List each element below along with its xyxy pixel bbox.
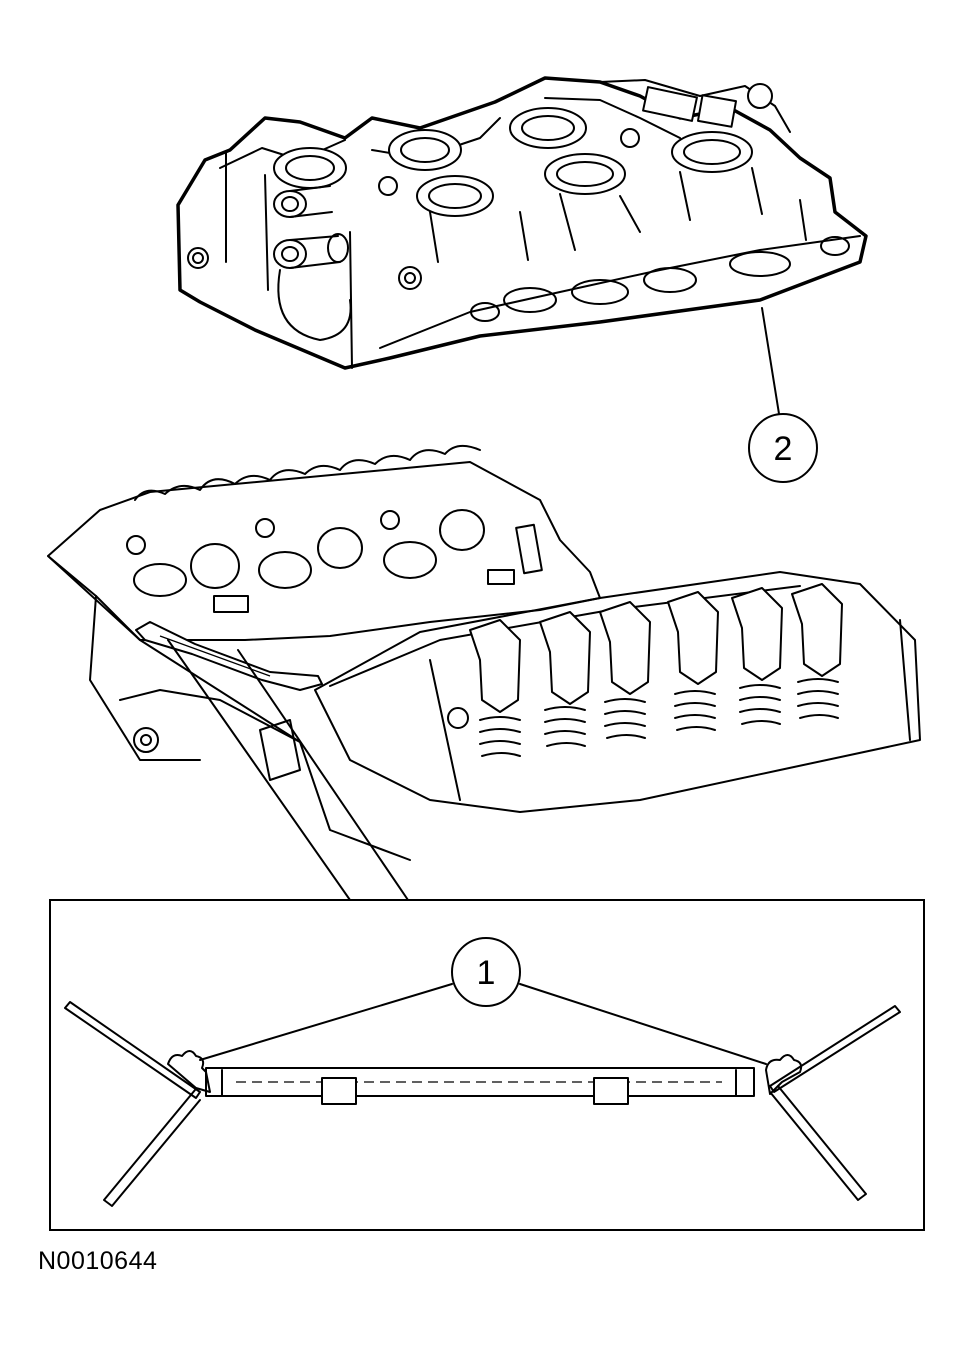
callout-1: 1 bbox=[451, 937, 521, 1007]
detail-leader-lines bbox=[167, 639, 409, 901]
figure-id: N0010644 bbox=[38, 1247, 158, 1275]
engine-block bbox=[47, 444, 921, 861]
gasket-cross-section bbox=[64, 1001, 901, 1207]
callout-2: 2 bbox=[748, 413, 818, 483]
valve-springs bbox=[479, 678, 839, 757]
intake-manifold bbox=[176, 76, 868, 370]
sealant-bead-right bbox=[765, 1054, 803, 1095]
callout-1-label: 1 bbox=[477, 954, 496, 992]
callout-2-label: 2 bbox=[774, 430, 793, 468]
rocker-arms bbox=[469, 583, 843, 713]
leader-line-1 bbox=[199, 983, 767, 1065]
sealant-bead-left bbox=[167, 1050, 211, 1093]
leader-line-2 bbox=[761, 307, 781, 421]
